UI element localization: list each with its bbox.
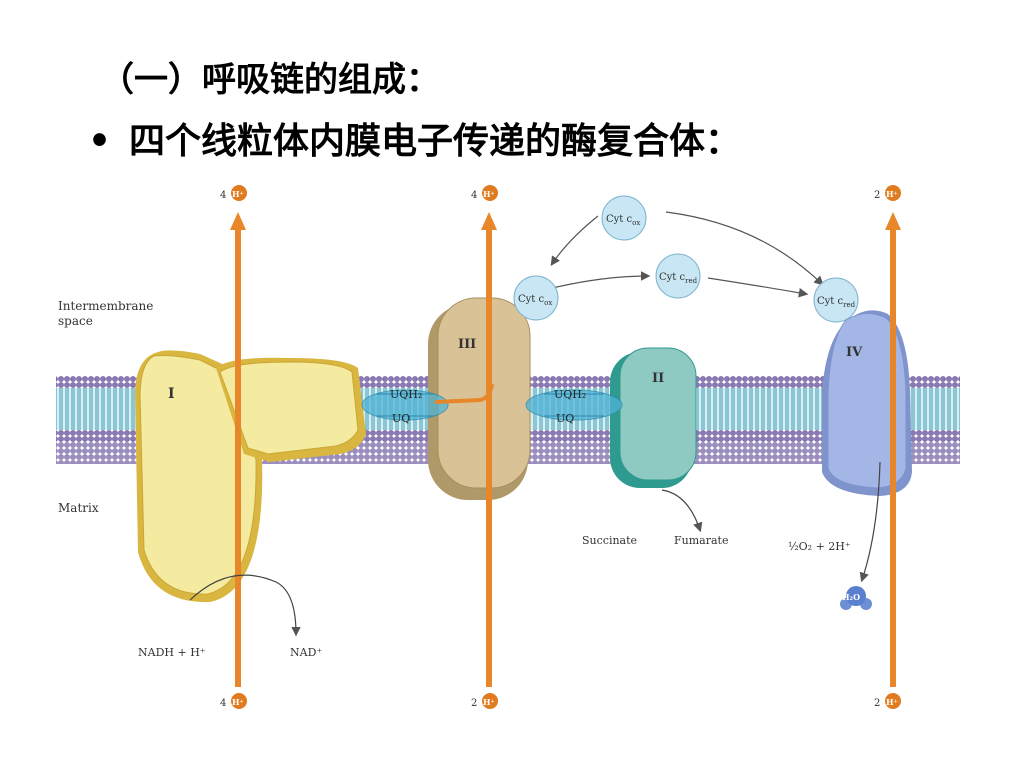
proton-count: 4	[471, 190, 477, 201]
proton-symbol: H⁺	[483, 697, 495, 707]
cyt-label: Cyt c	[659, 272, 685, 283]
complex-I: I	[135, 350, 366, 603]
cyt-sub: red	[685, 277, 697, 285]
complex-IV-label: IV	[846, 345, 863, 360]
oxygen-label: ½O₂ + 2H⁺	[788, 540, 851, 553]
cyt-c-ox-left: Cyt cox	[513, 275, 559, 321]
complex-I-label: I	[168, 386, 175, 402]
fumarate-label: Fumarate	[674, 534, 728, 547]
water-label: H₂O	[842, 592, 860, 602]
respiratory-chain-diagram: Intermembrane space Matrix I III II IV U…	[56, 185, 960, 709]
nadh-label: NADH + H⁺	[138, 646, 206, 659]
proton-top-I: 4 H⁺	[220, 185, 247, 201]
uq-label-left: UQ	[392, 412, 410, 425]
proton-count: 2	[874, 698, 880, 709]
quinone-pool-left: UQH₂ UQ	[361, 388, 449, 425]
complex-III: III	[428, 297, 531, 500]
proton-arrow-IV	[885, 212, 901, 687]
proton-symbol: H⁺	[232, 697, 244, 707]
proton-count: 2	[874, 190, 880, 201]
bullet-text: 四个线粒体内膜电子传递的酶复合体：	[129, 120, 742, 162]
bullet-symbol: •	[88, 120, 112, 162]
proton-arrow-I	[230, 212, 246, 687]
proton-count: 4	[220, 190, 226, 201]
reaction-arrows	[189, 461, 881, 637]
nad-label: NAD⁺	[290, 646, 322, 659]
cyt-sub: ox	[544, 299, 552, 307]
water-molecule: H₂O	[840, 586, 872, 610]
proton-symbol: H⁺	[886, 697, 898, 707]
svg-text:Cyt cred: Cyt cred	[817, 296, 856, 309]
succinate-label: Succinate	[582, 534, 637, 547]
complex-II-label: II	[652, 371, 664, 386]
intermembrane-label: Intermembrane	[58, 299, 153, 313]
cyt-c-ox-top: Cyt cox	[601, 195, 647, 241]
proton-symbol: H⁺	[483, 189, 495, 199]
svg-text:Cyt cox: Cyt cox	[518, 294, 552, 307]
uqh2-label-right: UQH₂	[554, 388, 586, 401]
complex-III-label: III	[458, 337, 476, 352]
uq-label-right: UQ	[556, 412, 574, 425]
slide-title: （一）呼吸链的组成：	[100, 60, 440, 100]
proton-symbol: H⁺	[232, 189, 244, 199]
complex-IV: IV	[822, 310, 912, 496]
proton-arrow-III	[434, 212, 497, 687]
cyt-label: Cyt c	[817, 296, 843, 307]
cyt-sub: ox	[632, 219, 640, 227]
proton-top-IV: 2 H⁺	[874, 185, 901, 201]
cyt-label: Cyt c	[606, 214, 632, 225]
cyt-label: Cyt c	[518, 294, 544, 305]
proton-count: 4	[220, 698, 226, 709]
matrix-label: Matrix	[58, 501, 99, 515]
proton-top-III: 4 H⁺	[471, 185, 498, 201]
bullet-line: • 四个线粒体内膜电子传递的酶复合体：	[88, 112, 741, 164]
svg-text:Cyt cox: Cyt cox	[606, 214, 640, 227]
proton-count: 2	[471, 698, 477, 709]
svg-text:Cyt cred: Cyt cred	[659, 272, 698, 285]
proton-bottom-III: 2 H⁺	[471, 693, 498, 709]
proton-bottom-IV: 2 H⁺	[874, 693, 901, 709]
uqh2-label-left: UQH₂	[390, 388, 422, 401]
cyt-c-red-mid: Cyt cred	[655, 253, 701, 299]
cytochrome-cycle-arrows	[543, 211, 824, 298]
space-label: space	[58, 314, 93, 328]
cyt-sub: red	[843, 301, 855, 309]
quinone-pool-right: UQH₂ UQ	[525, 388, 623, 425]
complex-II: II	[610, 347, 697, 488]
proton-bottom-I: 4 H⁺	[220, 693, 247, 709]
cyt-c-red-right: Cyt cred	[813, 277, 859, 323]
proton-symbol: H⁺	[886, 189, 898, 199]
